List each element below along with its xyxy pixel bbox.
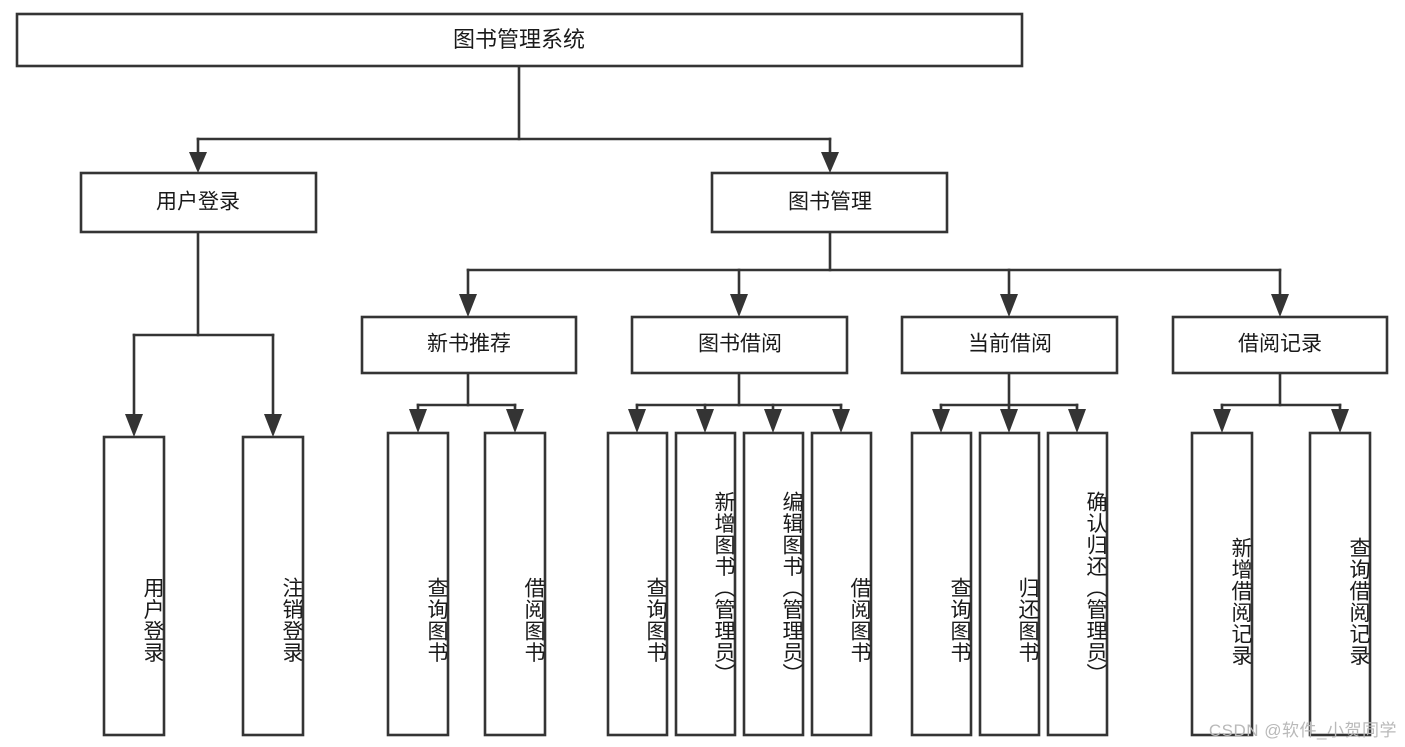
node-leaf-query-book-3-box[interactable] [910, 431, 973, 737]
arrow-head-current-borrow [1000, 294, 1018, 317]
arrow-head-leaf-add-book [696, 409, 714, 433]
arrow-head-leaf-user-login [125, 414, 143, 437]
node-current-borrow-label: 当前借阅 [968, 333, 1052, 356]
node-borrow-record-box[interactable] [1171, 315, 1389, 375]
node-book-manage-box[interactable] [710, 171, 949, 234]
arrow-head-user-login [189, 152, 207, 173]
node-new-book-rec-label: 新书推荐 [427, 333, 511, 356]
arrow-head-leaf-confirm-return [1068, 409, 1086, 433]
node-book-manage-label: 图书管理 [788, 191, 872, 214]
arrow-head-leaf-edit-book [764, 409, 782, 433]
arrow-head-book-borrow [730, 294, 748, 317]
node-leaf-edit-book-box[interactable] [742, 431, 805, 737]
node-leaf-add-book-box[interactable] [674, 431, 737, 737]
arrow-head-leaf-return-book [1000, 409, 1018, 433]
connector-group-current-borrow [932, 371, 1086, 433]
connector-group-book-manage [459, 230, 1289, 317]
arrow-head-leaf-query-book-3 [932, 409, 950, 433]
arrow-head-leaf-query-book-1 [409, 409, 427, 433]
node-current-borrow-box[interactable] [900, 315, 1119, 375]
arrow-head-leaf-add-record [1213, 409, 1231, 433]
node-leaf-query-record-box[interactable] [1308, 431, 1372, 737]
watermark: CSDN @软件_小贺同学 [1208, 721, 1397, 740]
arrow-head-borrow-record [1271, 294, 1289, 317]
node-borrow-record[interactable]: 借阅记录 [1171, 315, 1389, 375]
node-borrow-record-label: 借阅记录 [1238, 333, 1322, 356]
connector-group-book-borrow [628, 371, 850, 433]
connector-group-user-login [125, 230, 282, 437]
node-user-login[interactable]: 用户登录 [79, 171, 318, 234]
node-root-label: 图书管理系统 [453, 27, 585, 52]
connector-group-new-book-rec [409, 371, 524, 433]
connector-group-root [189, 64, 839, 173]
node-leaf-user-login-box[interactable] [102, 435, 166, 737]
arrow-head-leaf-query-record [1331, 409, 1349, 433]
connector-group-borrow-record [1213, 371, 1349, 433]
node-leaf-query-book-1-box[interactable] [386, 431, 450, 737]
arrow-head-leaf-borrow-book-1 [506, 409, 524, 433]
node-book-borrow[interactable]: 图书借阅 [630, 315, 849, 375]
node-new-book-rec-box[interactable] [360, 315, 578, 375]
arrow-head-new-book-rec [459, 294, 477, 317]
node-book-borrow-box[interactable] [630, 315, 849, 375]
node-leaf-add-record-box[interactable] [1190, 431, 1254, 737]
node-current-borrow[interactable]: 当前借阅 [900, 315, 1119, 375]
node-leaf-return-book-box[interactable] [978, 431, 1041, 737]
arrow-head-leaf-query-book-2 [628, 409, 646, 433]
node-leaf-borrow-book-1-box[interactable] [483, 431, 547, 737]
arrow-head-book-manage [821, 152, 839, 173]
node-book-manage[interactable]: 图书管理 [710, 171, 949, 234]
arrow-head-leaf-borrow-book-2 [832, 409, 850, 433]
node-user-login-box[interactable] [79, 171, 318, 234]
arrow-head-leaf-logout [264, 414, 282, 437]
node-leaf-query-book-2-box[interactable] [606, 431, 669, 737]
node-leaf-logout-box[interactable] [241, 435, 305, 737]
node-new-book-rec[interactable]: 新书推荐 [360, 315, 578, 375]
node-leaf-borrow-book-2-box[interactable] [810, 431, 873, 737]
node-user-login-label: 用户登录 [156, 191, 240, 214]
node-root-box[interactable] [15, 12, 1024, 68]
node-book-borrow-label: 图书借阅 [698, 333, 782, 356]
node-leaf-confirm-return-box[interactable] [1046, 431, 1109, 737]
node-root[interactable]: 图书管理系统 [15, 12, 1024, 68]
